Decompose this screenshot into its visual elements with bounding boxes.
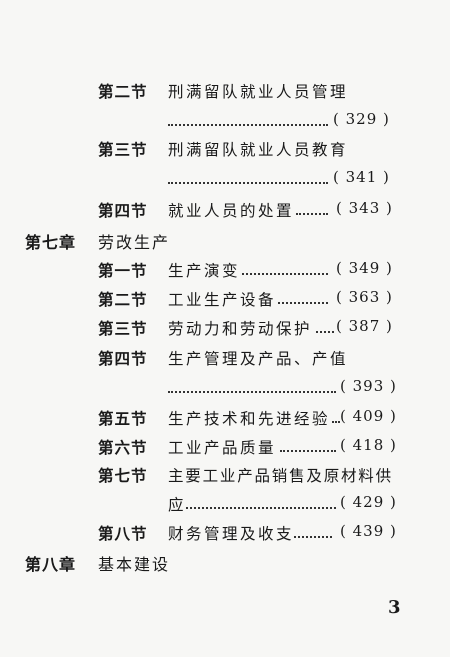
- dot-leader: [278, 302, 328, 304]
- page-ref: ( 393 ): [340, 377, 397, 395]
- section-label: 第七节: [98, 466, 148, 485]
- section-title: 生产管理及产品、产值: [168, 350, 349, 368]
- dot-leader: [332, 421, 340, 423]
- chapter-label: 第七章: [25, 233, 77, 252]
- section-title: 就业人员的处置: [168, 202, 295, 220]
- section-title: 生产演变: [168, 262, 241, 280]
- page-ref: ( 343 ): [336, 199, 393, 217]
- page-ref: ( 329 ): [333, 110, 390, 128]
- section-title: 刑满留队就业人员管理: [168, 83, 349, 101]
- section-title: 主要工业产品销售及原材料供: [168, 467, 393, 485]
- page-ref: ( 349 ): [336, 259, 393, 277]
- section-title: 工业生产设备: [168, 291, 277, 309]
- section-title: 刑满留队就业人员教育: [168, 141, 349, 159]
- dot-leader: [168, 124, 328, 126]
- section-label: 第三节: [98, 140, 148, 159]
- dot-leader: [294, 536, 332, 538]
- page-ref: ( 409 ): [340, 407, 397, 425]
- section-label: 第二节: [98, 82, 148, 101]
- page-ref: ( 418 ): [340, 436, 397, 454]
- dot-leader: [242, 273, 328, 275]
- page-ref: ( 387 ): [336, 317, 393, 335]
- chapter-title: 基本建设: [98, 555, 171, 574]
- section-label: 第三节: [98, 319, 148, 338]
- chapter-label: 第八章: [25, 555, 77, 574]
- dot-leader: [316, 331, 334, 333]
- section-title: 财务管理及收支: [168, 525, 295, 543]
- section-label: 第五节: [98, 409, 148, 428]
- chapter-title: 劳改生产: [98, 233, 171, 252]
- section-label: 第一节: [98, 261, 148, 280]
- page-ref: ( 363 ): [336, 288, 393, 306]
- section-label: 第四节: [98, 349, 148, 368]
- page-ref: ( 429 ): [340, 493, 397, 511]
- section-title: 生产技术和先进经验: [168, 410, 331, 428]
- section-label: 第八节: [98, 524, 148, 543]
- page-ref: ( 439 ): [340, 522, 397, 540]
- dot-leader: [168, 182, 328, 184]
- section-label: 第二节: [98, 290, 148, 309]
- dot-leader: [280, 450, 336, 452]
- section-title: 工业产品质量: [168, 439, 277, 457]
- section-label: 第四节: [98, 201, 148, 220]
- section-title-continued: 应: [168, 496, 187, 514]
- dot-leader: [168, 391, 336, 393]
- page-ref: ( 341 ): [333, 168, 390, 186]
- dot-leader: [296, 213, 328, 215]
- page-number: 3: [388, 597, 401, 618]
- section-label: 第六节: [98, 438, 148, 457]
- dot-leader: [186, 507, 336, 509]
- section-title: 劳动力和劳动保护: [168, 320, 313, 338]
